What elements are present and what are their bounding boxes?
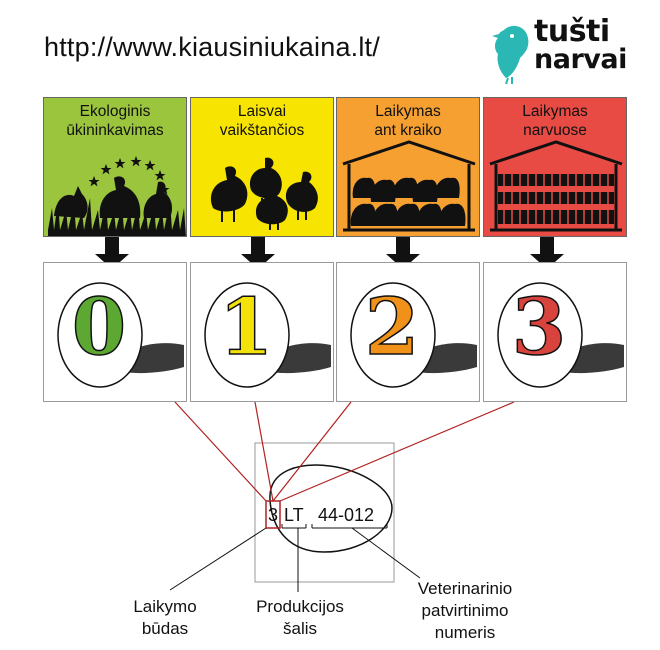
egg-shadow-icon [350, 282, 477, 388]
label-number: Veterinarinio patvirtinimo numeris [400, 578, 530, 644]
category-free-range-line-1: Laisvai [237, 103, 287, 120]
category-digit-3: 3 [511, 282, 567, 374]
egg-box-2: 2 [336, 262, 480, 402]
connector-lines-red [174, 401, 515, 502]
label-method-line-2: būdas [141, 619, 189, 638]
logo-line-2: narvai [534, 44, 627, 75]
egg-code-method: 3 [268, 505, 279, 525]
tusti-narvai-logo: tušti narvai [490, 16, 640, 86]
free-range-hens-illustration [210, 157, 318, 230]
chick-icon [492, 25, 529, 84]
category-cages-line-1: Laikymas [522, 103, 588, 120]
method-highlight-box [265, 500, 281, 529]
egg-box-0: 0 [43, 262, 187, 402]
label-country: Produkcijos šalis [240, 596, 360, 640]
barn-hens-illustration [342, 140, 476, 232]
egg-code-country: LT [284, 505, 304, 525]
caged-hens-illustration [489, 140, 623, 232]
eu-organic-hens-illustration [48, 156, 186, 236]
egg-box-1: 1 [190, 262, 334, 402]
logo-line-1: tušti [534, 14, 610, 49]
category-organic-line-2: ūkininkavimas [66, 122, 164, 139]
category-cages: Laikymas narvuose [483, 97, 627, 237]
label-number-line-1: Veterinarinio [417, 579, 513, 598]
website-url[interactable]: http://www.kiausiniukaina.lt/ [44, 32, 380, 62]
category-digit-1: 1 [218, 282, 274, 374]
down-arrow-icon [530, 237, 564, 269]
label-number-line-2: patvirtinimo [421, 601, 509, 620]
label-method: Laikymo būdas [110, 596, 220, 640]
category-free-range: Laisvai vaikštančios [190, 97, 334, 237]
egg-shadow-icon [57, 282, 184, 388]
category-barn-line-1: Laikymas [375, 103, 441, 120]
down-arrow-icon [386, 237, 420, 269]
label-number-line-3: numeris [434, 623, 496, 642]
category-free-range-line-2: vaikštančios [219, 122, 305, 139]
category-digit-2: 2 [364, 282, 420, 374]
egg-shadow-icon [497, 282, 624, 388]
egg-shadow-icon [204, 282, 331, 388]
label-country-line-2: šalis [282, 619, 317, 638]
egg-code-number: 44-012 [318, 505, 375, 525]
category-cages-line-2: narvuose [523, 122, 587, 139]
down-arrow-icon [241, 237, 275, 269]
egg-code-frame [254, 442, 395, 583]
down-arrow-icon [95, 237, 129, 269]
bracket-lines [169, 524, 421, 592]
label-country-line-1: Produkcijos [256, 597, 344, 616]
category-organic-line-1: Ekologinis [79, 103, 151, 120]
category-barn-line-2: ant kraiko [374, 122, 442, 139]
category-organic: Ekologinis ūkininkavimas [43, 97, 187, 237]
category-barn: Laikymas ant kraiko [336, 97, 480, 237]
label-method-line-1: Laikymo [133, 597, 197, 616]
category-digit-0: 0 [71, 282, 127, 374]
egg-box-3: 3 [483, 262, 627, 402]
